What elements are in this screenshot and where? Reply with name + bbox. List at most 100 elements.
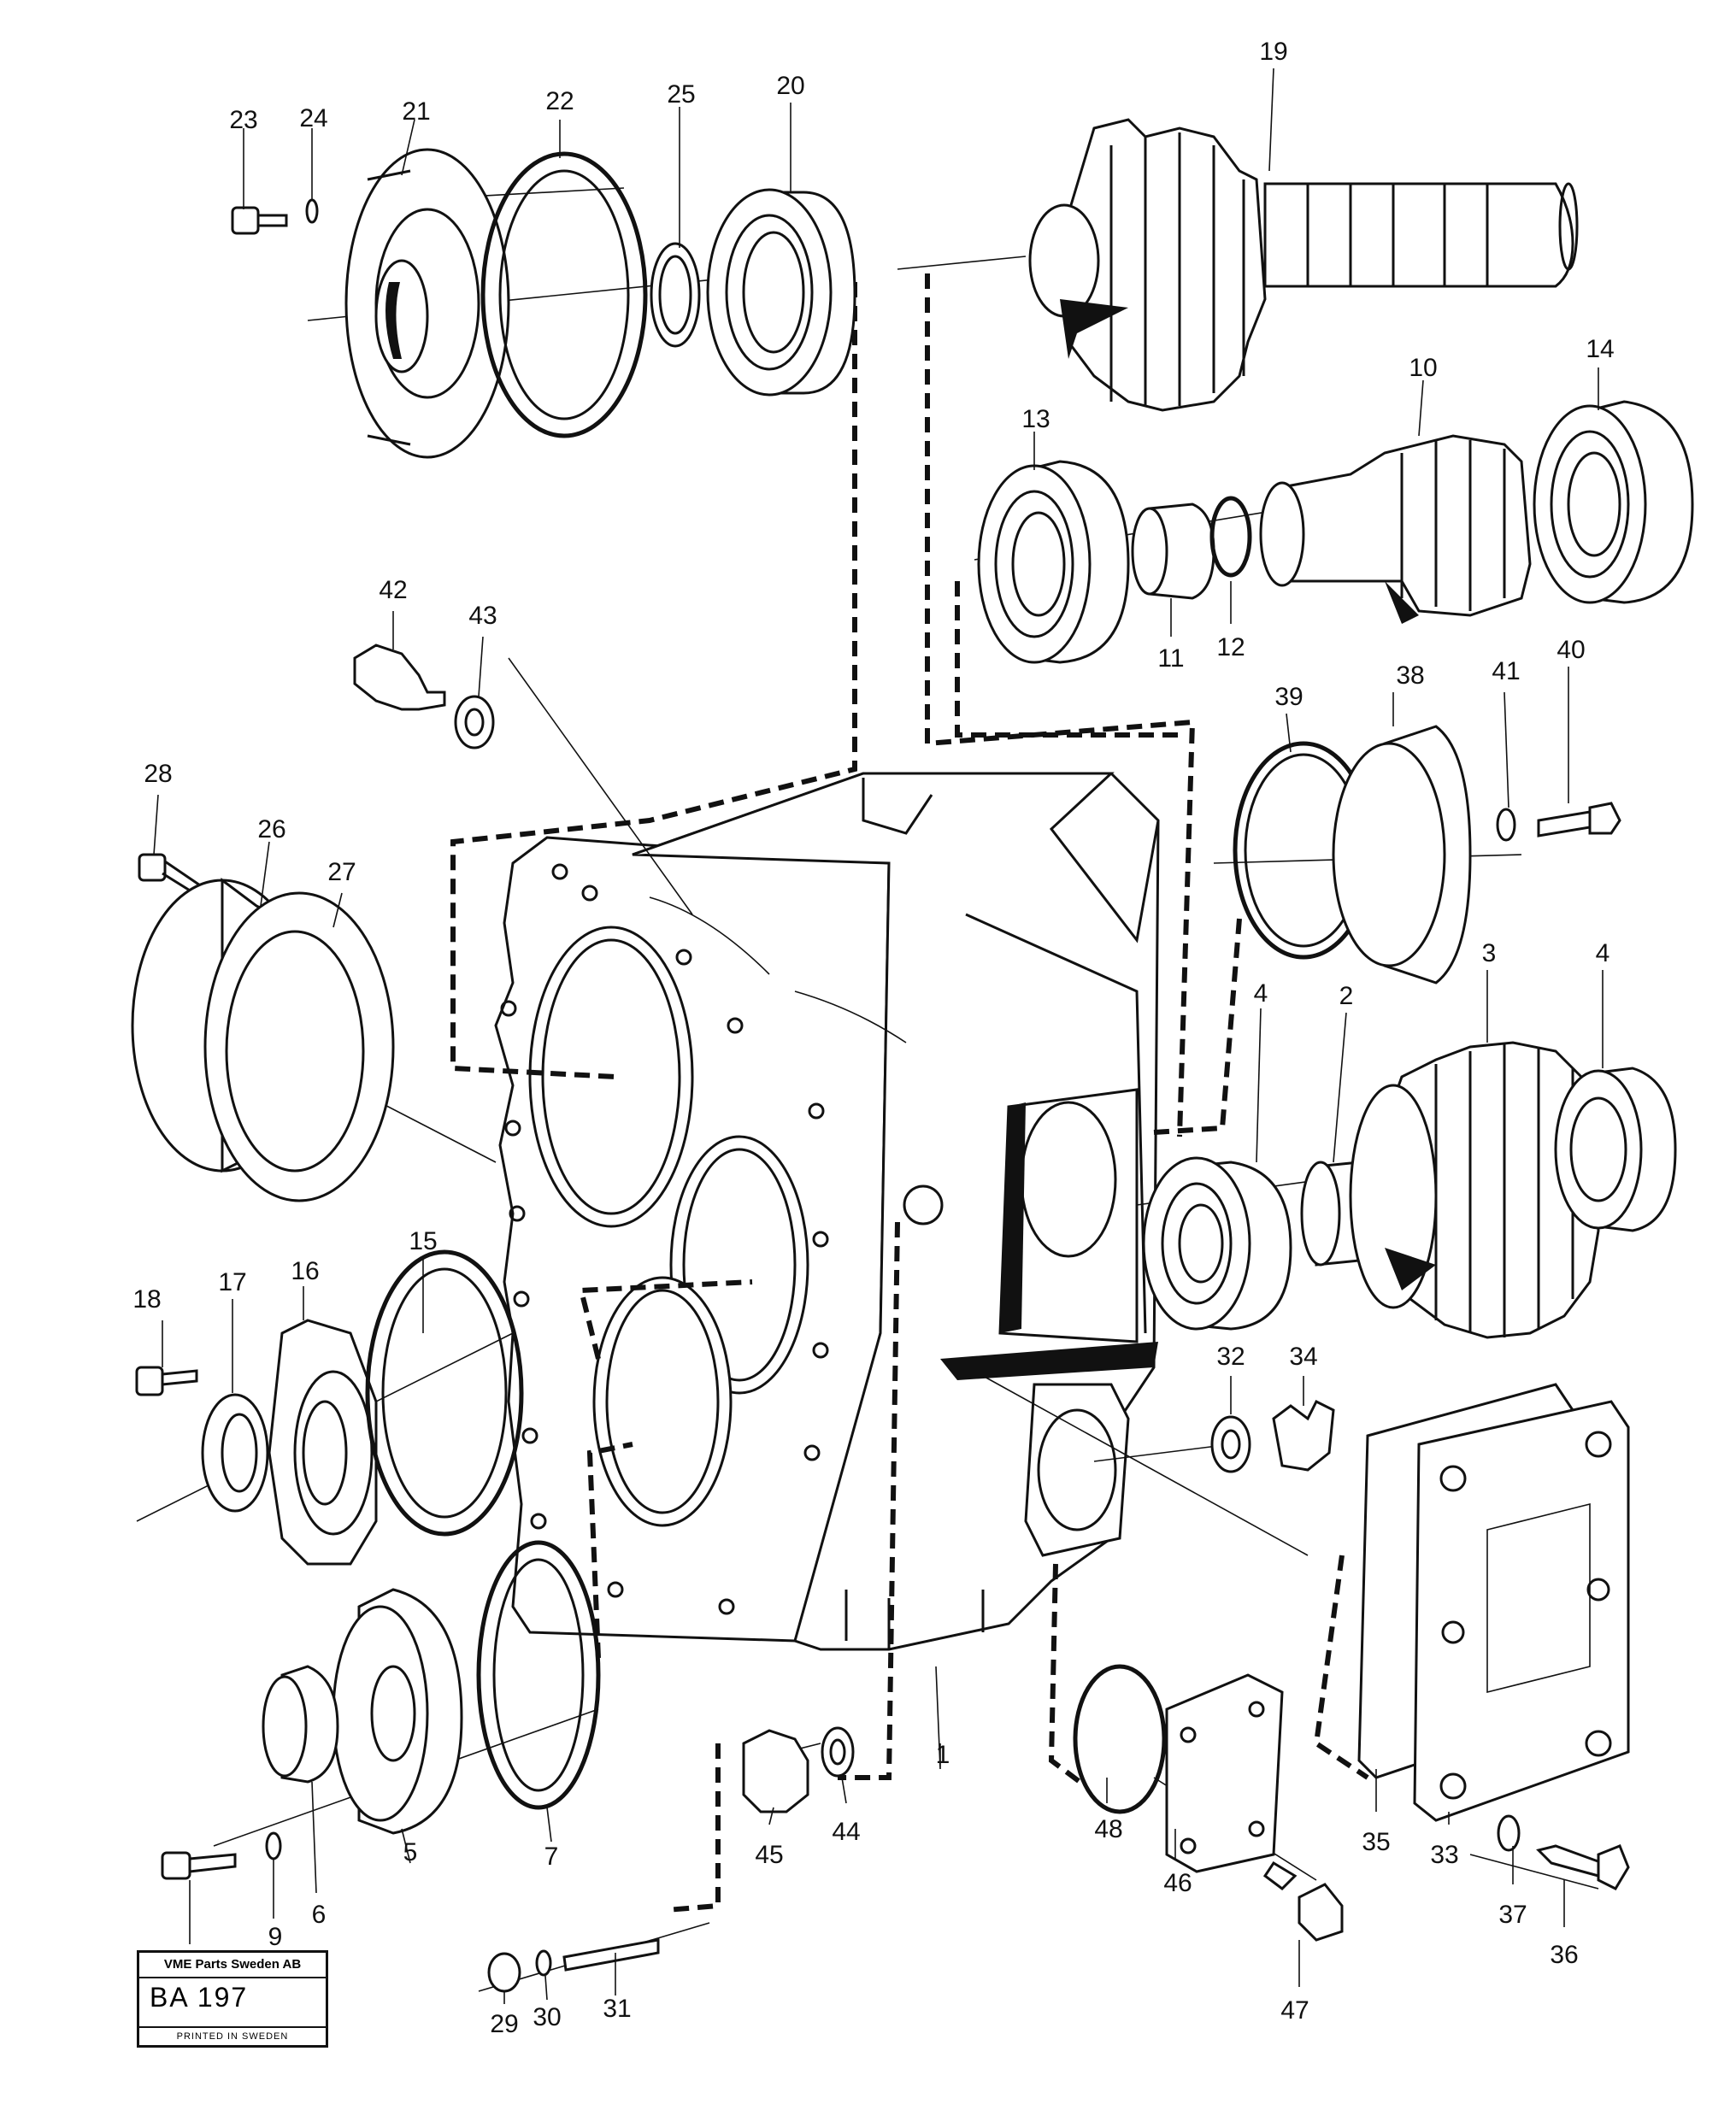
screw-36 <box>1536 1844 1630 1890</box>
part-label-41: 41 <box>1492 657 1520 685</box>
part-label-17: 17 <box>218 1268 246 1296</box>
washer-9 <box>265 1831 282 1860</box>
cover-33 <box>1413 1400 1630 1822</box>
part-label-38: 38 <box>1396 661 1424 690</box>
screw-8 <box>161 1851 237 1880</box>
part-label-34: 34 <box>1289 1343 1317 1371</box>
part-label-42: 42 <box>379 576 407 604</box>
part-label-31: 31 <box>603 1995 631 2023</box>
o-ring-48 <box>1073 1664 1167 1814</box>
flange-16 <box>268 1319 378 1566</box>
part-label-3: 3 <box>1482 939 1497 967</box>
gear-shaft-10 <box>1259 434 1532 624</box>
part-label-11: 11 <box>1157 644 1184 673</box>
stamp-company: VME Parts Sweden AB <box>139 1953 326 1978</box>
bearing-4-right <box>1554 1067 1677 1232</box>
part-label-26: 26 <box>257 815 285 843</box>
part-labels: 1 2 3 4 4 5 6 7 8 9 10 11 12 13 14 15 16… <box>132 38 1614 2038</box>
gasket-15 <box>365 1249 524 1537</box>
part-label-16: 16 <box>291 1257 319 1285</box>
part-label-6: 6 <box>312 1901 327 1929</box>
part-label-2: 2 <box>1339 982 1354 1010</box>
gearbox-housing <box>494 772 1160 1651</box>
screw-40 <box>1537 802 1621 838</box>
nut-29 <box>487 1952 521 1993</box>
screw-18 <box>135 1366 198 1396</box>
plug-34 <box>1272 1399 1335 1472</box>
gasket-7 <box>476 1540 601 1810</box>
washer-30 <box>535 1949 552 1977</box>
washer-41 <box>1496 808 1516 842</box>
part-label-13: 13 <box>1021 405 1050 433</box>
part-label-30: 30 <box>533 2003 561 2031</box>
part-label-32: 32 <box>1216 1343 1245 1371</box>
part-label-1: 1 <box>936 1741 950 1769</box>
part-label-39: 39 <box>1274 683 1303 711</box>
gasket-27 <box>203 891 395 1202</box>
part-label-40: 40 <box>1557 636 1585 664</box>
part-label-48: 48 <box>1094 1815 1122 1843</box>
part-label-45: 45 <box>755 1841 783 1869</box>
screw-23 <box>231 206 288 235</box>
screw-47 <box>1262 1860 1344 1942</box>
parts-stamp: VME Parts Sweden AB BA 197 PRINTED IN SW… <box>137 1950 328 2048</box>
part-label-21: 21 <box>402 97 430 126</box>
stamp-code: BA 197 <box>150 1982 249 2013</box>
part-label-5: 5 <box>403 1838 418 1866</box>
plug-45 <box>742 1729 809 1813</box>
part-label-12: 12 <box>1216 633 1245 661</box>
part-label-9: 9 <box>268 1923 283 1951</box>
bearing-14 <box>1533 400 1694 604</box>
part-label-25: 25 <box>667 80 695 109</box>
gear-3 <box>1349 1041 1600 1339</box>
part-label-4b: 4 <box>1596 939 1610 967</box>
part-label-33: 33 <box>1430 1841 1458 1869</box>
part-label-29: 29 <box>490 2010 518 2038</box>
part-label-10: 10 <box>1409 354 1437 382</box>
part-label-24: 24 <box>299 104 327 132</box>
screw-28 <box>138 853 207 900</box>
part-label-15: 15 <box>409 1227 437 1255</box>
washer-43 <box>454 695 495 749</box>
cover-38 <box>1332 725 1472 985</box>
part-label-4a: 4 <box>1254 979 1268 1008</box>
callout-leaders <box>153 68 1604 2004</box>
part-label-18: 18 <box>132 1285 161 1314</box>
stud-31 <box>562 1938 660 1972</box>
part-label-19: 19 <box>1259 38 1287 66</box>
bushing-11 <box>1131 503 1215 600</box>
seal-ring-25 <box>650 242 701 348</box>
part-label-22: 22 <box>545 87 574 115</box>
assembly-lines <box>450 273 1369 1913</box>
part-label-35: 35 <box>1362 1828 1390 1856</box>
gear-shaft-19 <box>1028 118 1579 412</box>
seal-17 <box>201 1393 269 1513</box>
bearing-4-left <box>1142 1156 1292 1331</box>
gasket-22 <box>480 151 648 438</box>
part-label-7: 7 <box>544 1843 559 1871</box>
part-label-43: 43 <box>468 602 497 630</box>
washer-37 <box>1497 1814 1521 1852</box>
flange-5 <box>332 1588 463 1835</box>
part-label-14: 14 <box>1586 335 1614 363</box>
part-label-28: 28 <box>144 760 172 788</box>
part-label-20: 20 <box>776 72 804 100</box>
part-label-23: 23 <box>229 106 257 134</box>
washer-32 <box>1210 1415 1251 1473</box>
cover-46 <box>1165 1673 1284 1873</box>
washer-44 <box>821 1726 855 1778</box>
part-label-47: 47 <box>1280 1996 1309 2025</box>
washer-24 <box>305 198 319 224</box>
stamp-printed: PRINTED IN SWEDEN <box>139 2026 326 2045</box>
ring-12 <box>1209 496 1252 578</box>
flange-cover-21 <box>344 148 510 459</box>
part-label-27: 27 <box>327 858 356 886</box>
part-label-44: 44 <box>832 1818 860 1846</box>
part-label-36: 36 <box>1550 1941 1578 1969</box>
bearing-20 <box>706 188 856 397</box>
plug-42 <box>353 644 446 711</box>
part-label-37: 37 <box>1498 1901 1527 1929</box>
bearing-13 <box>977 460 1130 664</box>
part-label-46: 46 <box>1163 1869 1192 1897</box>
